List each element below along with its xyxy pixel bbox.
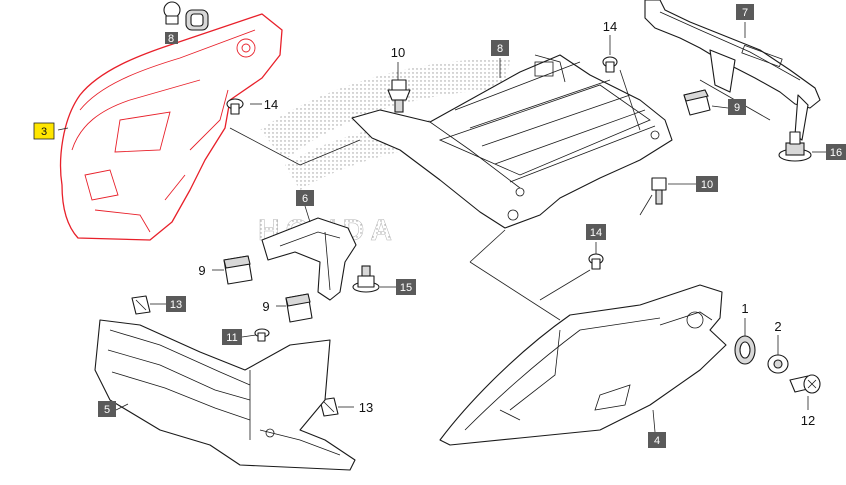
part-9-clip-left[interactable] (223, 255, 253, 285)
part-12-screw[interactable] (789, 374, 821, 394)
callout-6[interactable]: 6 (296, 190, 314, 206)
svg-text:9: 9 (198, 263, 205, 278)
svg-text:9: 9 (734, 102, 740, 114)
callout-16[interactable]: 16 (826, 144, 846, 160)
callout-14-top[interactable]: 14 (603, 19, 617, 34)
callout-4[interactable]: 4 (648, 432, 666, 448)
svg-text:8: 8 (168, 33, 174, 45)
part-7-bracket[interactable] (644, 0, 821, 141)
callout-box-partial (165, 32, 178, 44)
part-5-lower-panel[interactable] (94, 319, 356, 471)
callout-labels: 3 8 10 14 14 7 9 16 10 (33, 4, 846, 448)
part-9-clip-upper[interactable] (683, 89, 711, 116)
svg-text:13: 13 (359, 400, 373, 415)
callout-10-right[interactable]: 10 (696, 176, 718, 192)
part-14-screw-b[interactable] (602, 56, 618, 73)
part-11-screw[interactable] (254, 328, 270, 342)
svg-text:1: 1 (741, 301, 748, 316)
svg-text:14: 14 (603, 19, 617, 34)
part-9-clip-lower[interactable] (285, 293, 313, 323)
svg-text:10: 10 (701, 179, 713, 191)
part-3-side-cowl[interactable] (59, 13, 283, 241)
callout-15[interactable]: 15 (396, 279, 416, 295)
part-1-grommet[interactable] (734, 335, 756, 365)
svg-text:7: 7 (742, 7, 748, 19)
part-14-screw-a[interactable] (226, 98, 244, 115)
callout-13-upper[interactable]: 13 (166, 296, 186, 312)
svg-text:8: 8 (497, 43, 503, 55)
callout-12[interactable]: 12 (801, 413, 815, 428)
part-13-clip-lower[interactable] (319, 397, 339, 417)
part-4-lower-cowl[interactable] (439, 284, 727, 446)
svg-text:10: 10 (391, 45, 405, 60)
svg-text:14: 14 (264, 97, 278, 112)
callout-5[interactable]: 5 (98, 401, 116, 417)
callout-9-upper[interactable]: 9 (728, 99, 746, 115)
svg-text:2: 2 (774, 319, 781, 334)
callout-1[interactable]: 1 (741, 301, 748, 316)
callout-13-lower[interactable]: 13 (359, 400, 373, 415)
callout-7[interactable]: 7 (736, 4, 754, 20)
grommet-top[interactable] (185, 9, 209, 31)
part-15-flange-bolt[interactable] (352, 265, 380, 293)
part-8-under-plate[interactable] (351, 54, 673, 229)
part-13-clip-upper[interactable] (131, 295, 151, 315)
svg-text:3: 3 (41, 126, 47, 138)
part-2-washer[interactable] (767, 354, 789, 374)
callout-2[interactable]: 2 (774, 319, 781, 334)
part-6-bracket[interactable] (261, 217, 357, 301)
callout-10-upper[interactable]: 10 (391, 45, 405, 60)
part-14-screw-c[interactable] (588, 253, 604, 270)
svg-text:5: 5 (104, 404, 110, 416)
nut-top[interactable] (163, 1, 181, 25)
svg-text:12: 12 (801, 413, 815, 428)
part-10-bolt-b[interactable] (651, 177, 667, 205)
callout-8-top[interactable]: 8 (168, 33, 174, 45)
callout-3[interactable]: 3 (33, 122, 55, 140)
callout-14-right[interactable]: 14 (586, 224, 606, 240)
svg-text:9: 9 (262, 299, 269, 314)
svg-text:15: 15 (400, 282, 412, 294)
svg-text:4: 4 (654, 435, 660, 447)
svg-text:16: 16 (830, 147, 842, 159)
part-10-bolt-a[interactable] (387, 79, 411, 113)
svg-text:11: 11 (226, 332, 237, 344)
svg-text:6: 6 (302, 193, 308, 205)
part-16-flange-bolt[interactable] (778, 131, 812, 162)
svg-text:13: 13 (170, 299, 182, 311)
callout-11[interactable]: 11 (222, 329, 242, 345)
callout-9-lower[interactable]: 9 (262, 299, 269, 314)
callout-8-plate[interactable]: 8 (491, 40, 509, 56)
svg-text:14: 14 (590, 227, 602, 239)
callout-14-left[interactable]: 14 (264, 97, 278, 112)
callout-9-left[interactable]: 9 (198, 263, 205, 278)
